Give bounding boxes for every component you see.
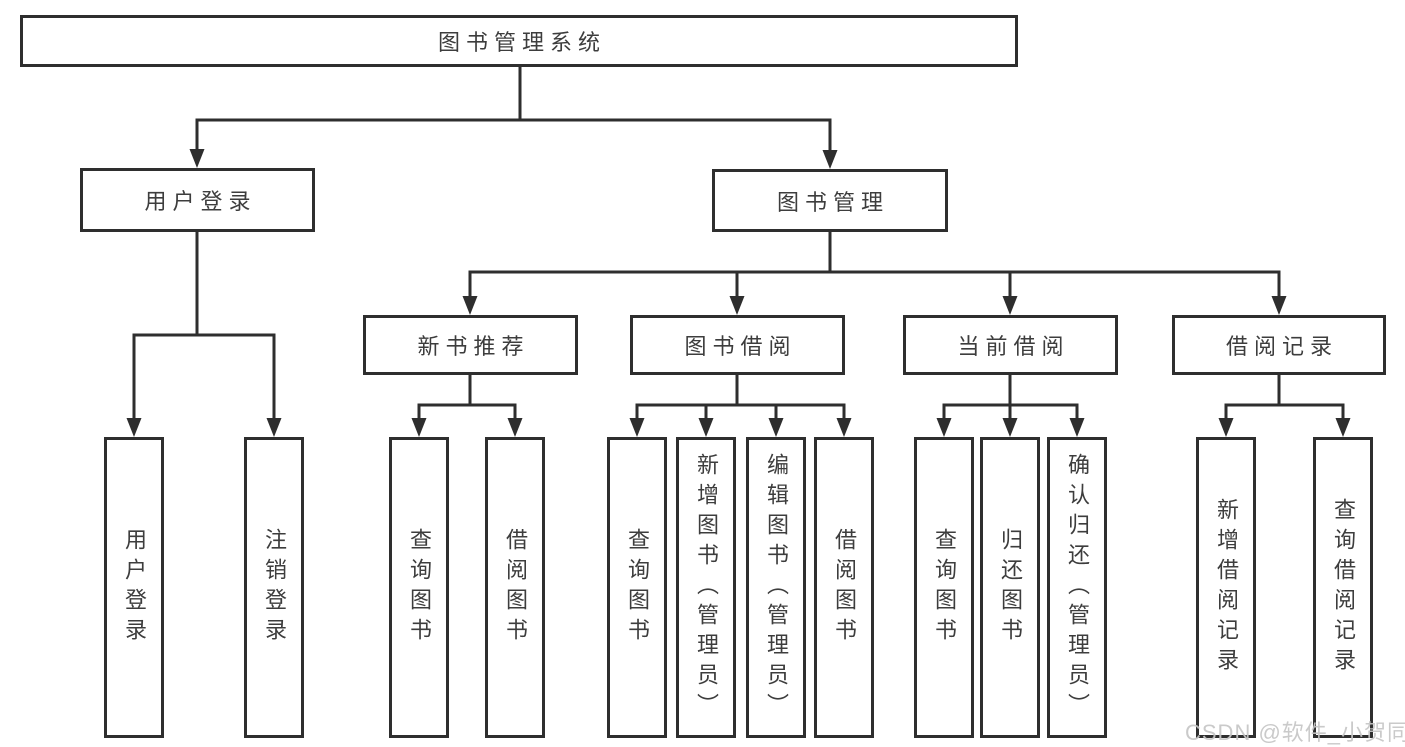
node-current-borrow-label: 当前借阅 [957,334,1070,359]
node-user-login: 用户登录 [80,168,315,232]
leaf-newrec-query-book-label: 查询图书 [407,527,432,648]
node-book-management: 图书管理 [712,169,948,232]
node-borrow-records-label: 借阅记录 [1225,334,1338,359]
arrowhead-icon [1271,296,1287,315]
arrowhead-icon [1335,418,1351,437]
leaf-newrec-borrow-book-label: 借阅图书 [503,527,528,648]
node-root: 图书管理系统 [20,15,1018,67]
arrowhead-icon [1069,418,1085,437]
leaf-logout: 注销登录 [244,437,304,738]
connector-bookmgmt-to-groups [462,230,1287,315]
watermark: CSDN @软件_小贺同学 [1185,720,1405,745]
connector-records-to-leaves [1218,373,1351,437]
leaf-borrow-query-book: 查询图书 [607,437,667,738]
node-current-borrow: 当前借阅 [903,315,1118,375]
leaf-current-query-book: 查询图书 [914,437,974,738]
leaf-newrec-query-book: 查询图书 [389,437,449,738]
arrowhead-icon [126,418,142,437]
node-book-management-label: 图书管理 [776,189,889,215]
leaf-current-return-book: 归还图书 [980,437,1040,738]
leaf-records-query-record: 查询借阅记录 [1313,437,1373,738]
arrowhead-icon [1002,418,1018,437]
node-root-label: 图书管理系统 [437,30,606,55]
leaf-records-add-record-label: 新增借阅记录 [1214,497,1239,678]
arrowhead-icon [936,418,952,437]
leaf-borrow-add-book-admin: 新增图书（管理员） [676,437,736,738]
arrowhead-icon [836,418,852,437]
leaf-borrow-borrow-book-label: 借阅图书 [832,527,857,648]
arrowhead-icon [768,418,784,437]
arrowhead-icon [822,150,838,169]
leaf-logout-label: 注销登录 [262,527,287,648]
arrowhead-icon [411,418,427,437]
connector-userlogin-to-leaves [126,230,282,437]
leaf-user-login-label: 用户登录 [122,527,147,648]
connector-current-to-leaves [936,373,1085,437]
node-user-login-label: 用户登录 [144,189,257,214]
leaf-borrow-add-book-admin-label: 新增图书（管理员） [694,452,719,723]
leaf-current-query-book-label: 查询图书 [932,527,957,648]
arrowhead-icon [629,418,645,437]
node-borrow-records: 借阅记录 [1172,315,1386,375]
leaf-current-confirm-return-admin-label: 确认归还（管理员） [1065,452,1090,723]
node-new-book-recommend-label: 新书推荐 [417,334,530,359]
leaf-records-add-record: 新增借阅记录 [1196,437,1256,738]
leaf-user-login: 用户登录 [104,437,164,738]
arrowhead-icon [1002,296,1018,315]
arrowhead-icon [266,418,282,437]
node-book-borrow-label: 图书借阅 [684,334,797,359]
arrowhead-icon [1218,418,1234,437]
leaf-current-confirm-return-admin: 确认归还（管理员） [1047,437,1107,738]
leaf-borrow-query-book-label: 查询图书 [625,527,650,648]
leaf-newrec-borrow-book: 借阅图书 [485,437,545,738]
arrowhead-icon [729,296,745,315]
leaf-borrow-edit-book-admin-label: 编辑图书（管理员） [764,452,789,723]
leaf-borrow-borrow-book: 借阅图书 [814,437,874,738]
node-new-book-recommend: 新书推荐 [363,315,578,375]
leaf-records-query-record-label: 查询借阅记录 [1331,497,1356,678]
connector-borrow-to-leaves [629,373,852,437]
arrowhead-icon [189,149,205,168]
arrowhead-icon [698,418,714,437]
leaf-borrow-edit-book-admin: 编辑图书（管理员） [746,437,806,738]
arrowhead-icon [507,418,523,437]
connector-newrec-to-leaves [411,373,523,437]
connector-root-to-level2 [189,65,838,169]
leaf-current-return-book-label: 归还图书 [998,527,1023,648]
node-book-borrow: 图书借阅 [630,315,845,375]
arrowhead-icon [462,296,478,315]
